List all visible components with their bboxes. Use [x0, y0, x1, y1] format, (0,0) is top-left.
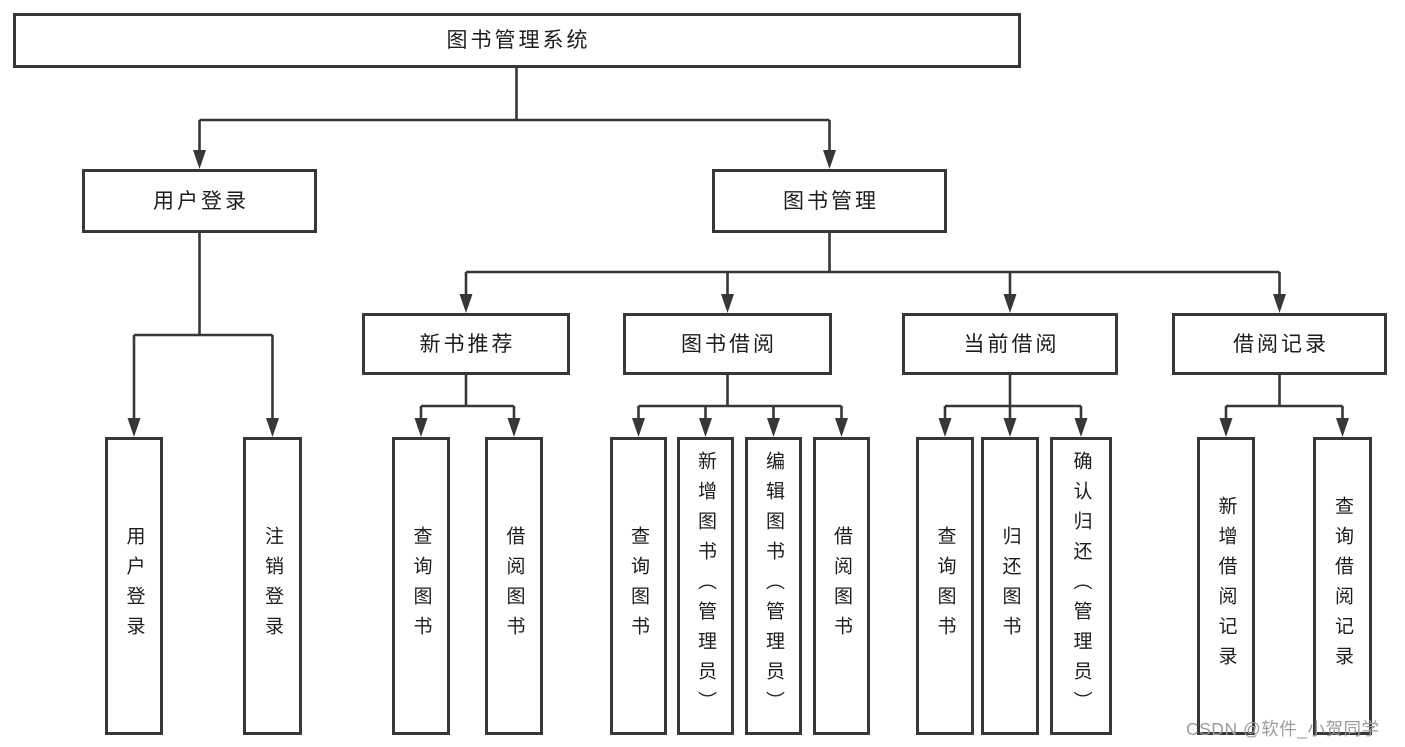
arrowhead-icon [1003, 418, 1017, 437]
arrowhead-icon [1074, 418, 1088, 437]
leaf-add-books-admin: 新增图书（管理员） [677, 437, 734, 735]
node-book-borrowing: 图书借阅 [623, 313, 832, 375]
leaf-return-books: 归还图书 [981, 437, 1039, 735]
node-book-management: 图书管理 [712, 169, 947, 233]
arrowhead-icon [1219, 418, 1233, 437]
arrowhead-icon [507, 418, 521, 437]
leaf-borrow-books-borrowing: 借阅图书 [813, 437, 870, 735]
leaf-borrow-books-recommend: 借阅图书 [485, 437, 543, 735]
arrowhead-icon [414, 418, 428, 437]
leaf-add-borrow-record: 新增借阅记录 [1197, 437, 1255, 735]
node-root-system: 图书管理系统 [13, 13, 1021, 68]
leaf-query-books-borrowing: 查询图书 [610, 437, 667, 735]
connector-currentborrow-to-leaves [938, 375, 1088, 437]
leaf-confirm-return-admin: 确认归还（管理员） [1050, 437, 1112, 735]
node-user-login: 用户登录 [82, 169, 317, 233]
node-current-borrowing: 当前借阅 [902, 313, 1118, 375]
arrowhead-icon [1273, 294, 1286, 313]
arrowhead-icon [1336, 418, 1349, 437]
arrowhead-icon [767, 418, 780, 437]
connector-borrowrecords-to-leaves [1219, 375, 1349, 437]
leaf-edit-books-admin: 编辑图书（管理员） [745, 437, 802, 735]
arrowhead-icon [193, 150, 206, 169]
node-new-book-recommend: 新书推荐 [362, 313, 570, 375]
leaf-query-books-recommend: 查询图书 [392, 437, 450, 735]
connector-bookborrow-to-leaves [632, 375, 848, 437]
arrowhead-icon [632, 418, 645, 437]
connector-bookmgmt-to-level3 [459, 232, 1286, 313]
arrowhead-icon [459, 294, 473, 313]
arrowhead-icon [1003, 294, 1017, 313]
arrowhead-icon [938, 418, 952, 437]
connector-userlogin-to-leaves [127, 233, 279, 437]
node-borrowing-records: 借阅记录 [1172, 313, 1387, 375]
connector-root-to-level2 [193, 68, 836, 169]
leaf-query-books-current: 查询图书 [916, 437, 974, 735]
leaf-query-borrow-record: 查询借阅记录 [1313, 437, 1372, 735]
connector-newbookrec-to-leaves [414, 375, 521, 437]
leaf-user-login: 用户登录 [105, 437, 163, 735]
leaf-logout: 注销登录 [243, 437, 302, 735]
arrowhead-icon [699, 418, 712, 437]
csdn-watermark: CSDN @软件_小贺同学 [1186, 719, 1380, 739]
arrowhead-icon [835, 418, 848, 437]
arrowhead-icon [266, 418, 279, 437]
arrowhead-icon [127, 418, 141, 437]
arrowhead-icon [823, 150, 836, 169]
arrowhead-icon [721, 294, 734, 313]
